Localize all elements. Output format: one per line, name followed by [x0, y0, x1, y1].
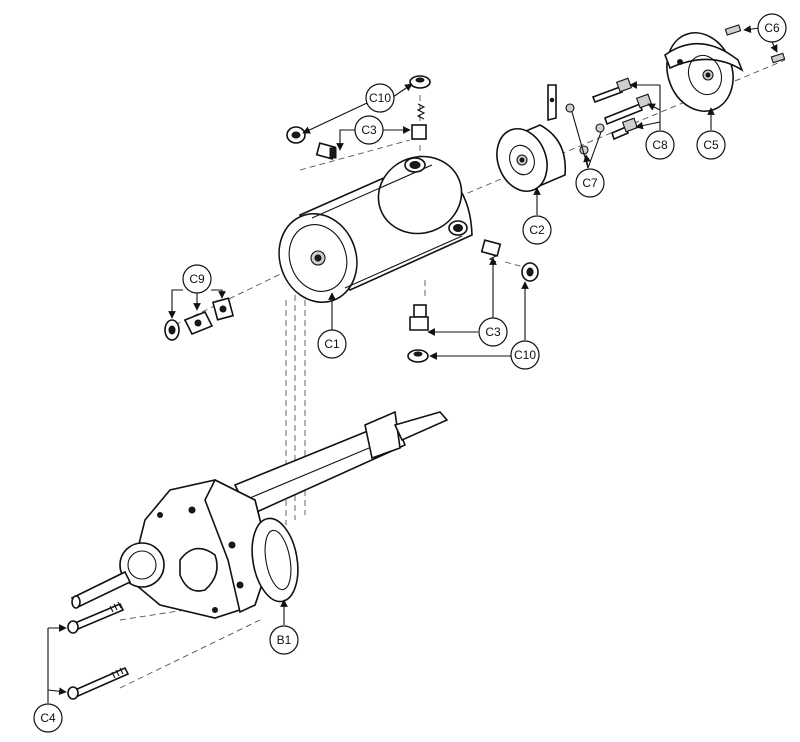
callout-c5: C5	[696, 130, 726, 160]
callout-c7: C7	[575, 168, 605, 198]
washers-c7	[565, 103, 605, 155]
brake-assembly-c2	[496, 84, 567, 192]
bolts-c8	[591, 77, 653, 141]
callout-label-c4: C4	[40, 711, 56, 725]
callout-c8: C8	[645, 130, 675, 160]
callout-label-c1: C1	[324, 337, 340, 351]
callout-label-c5: C5	[703, 138, 719, 152]
mounting-bolts-c4	[67, 601, 130, 700]
callout-label-c2: C2	[529, 223, 545, 237]
callout-c4: C4	[33, 703, 63, 733]
callout-label-c9: C9	[189, 272, 205, 286]
callout-c9: C9	[182, 264, 212, 294]
callout-c1: C1	[317, 329, 347, 359]
leader-lines	[47, 25, 778, 703]
callout-c3-bottom: C3	[478, 317, 508, 347]
callout-label-c8: C8	[652, 138, 668, 152]
callout-label-c10-bottom: C10	[514, 348, 536, 362]
callout-label-c6: C6	[764, 21, 780, 35]
motor-housing-c1	[278, 155, 473, 304]
callout-b1: B1	[269, 625, 299, 655]
callout-label-c7: C7	[582, 176, 598, 190]
callout-c10-bottom: C10	[510, 340, 540, 370]
callout-label-c3-bottom: C3	[485, 325, 501, 339]
callout-c6: C6	[757, 13, 787, 43]
brush-c3-top	[315, 103, 427, 160]
transaxle-b1	[70, 410, 449, 619]
callout-c3-top: C3	[354, 115, 384, 145]
callout-label-c3-top: C3	[361, 123, 377, 137]
callout-label-b1: B1	[277, 633, 292, 647]
coupling-parts-c9	[164, 297, 235, 341]
end-cover-c5	[664, 32, 744, 112]
brush-caps-c10	[286, 75, 539, 363]
screws-c6	[724, 24, 786, 64]
callout-c2: C2	[522, 215, 552, 245]
callout-c10-top: C10	[365, 83, 395, 113]
callout-label-c10-top: C10	[369, 91, 391, 105]
